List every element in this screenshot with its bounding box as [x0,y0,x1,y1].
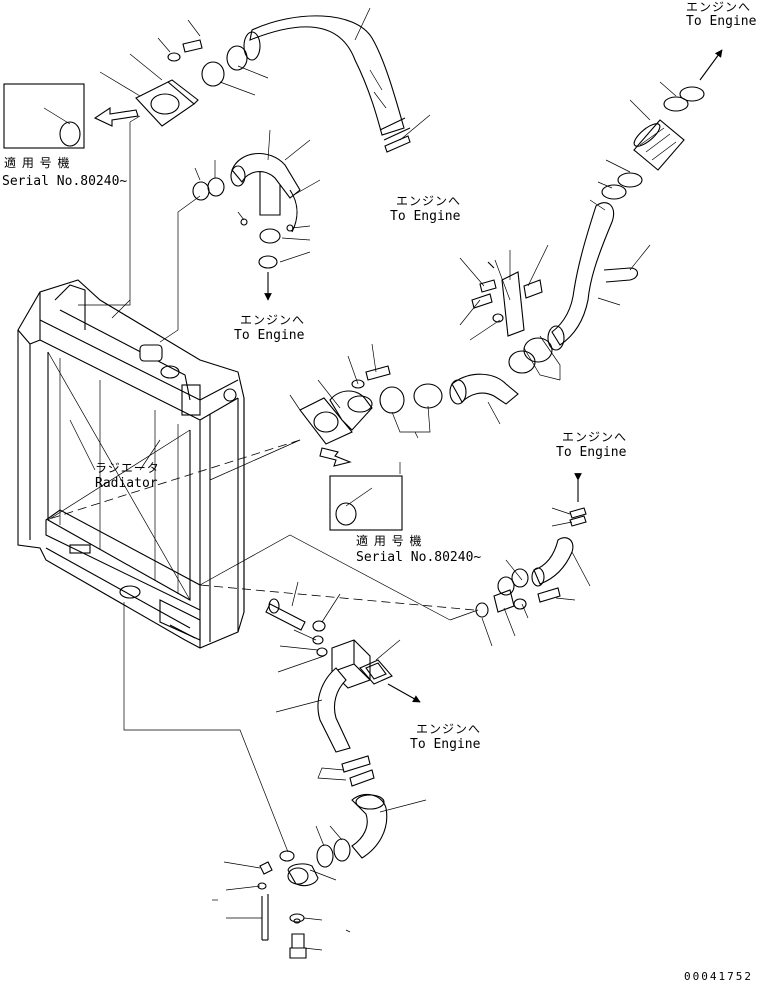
to-engine-en-2: To Engine [390,209,461,224]
middle-parts [45,343,519,531]
right-upper-parts [459,49,723,381]
bottom-parts [123,602,427,959]
serial-number-1: Serial No.80240~ [2,174,128,189]
to-engine-en-5: To Engine [410,737,481,752]
radiator-assembly [17,279,245,649]
to-engine-en-3: To Engine [234,328,305,343]
to-engine-jp-4: エンジンへ [562,430,628,444]
upper-left-parts [3,7,431,306]
lower-mid-parts [265,581,421,787]
radiator-leaders [69,299,161,471]
applicable-jp-1: 適 用 号 機 [4,156,71,170]
to-engine-jp-2: エンジンへ [396,194,462,208]
upper-mid-parts [159,129,321,343]
serial-number-2: Serial No.80240~ [356,550,482,565]
radiator-en-label: Radiator [95,476,158,491]
document-number: 00041752 [684,970,753,983]
radiator-jp-label: ラジエータ [95,461,160,475]
to-engine-jp-3: エンジンへ [240,313,306,327]
to-engine-en-4: To Engine [556,445,627,460]
to-engine-jp-1: エンジンへ [686,0,752,14]
applicable-jp-2: 適 用 号 機 [356,534,423,548]
to-engine-jp-5: エンジンへ [416,722,482,736]
right-lower-parts [199,473,591,647]
to-engine-en-1: To Engine [686,14,757,29]
